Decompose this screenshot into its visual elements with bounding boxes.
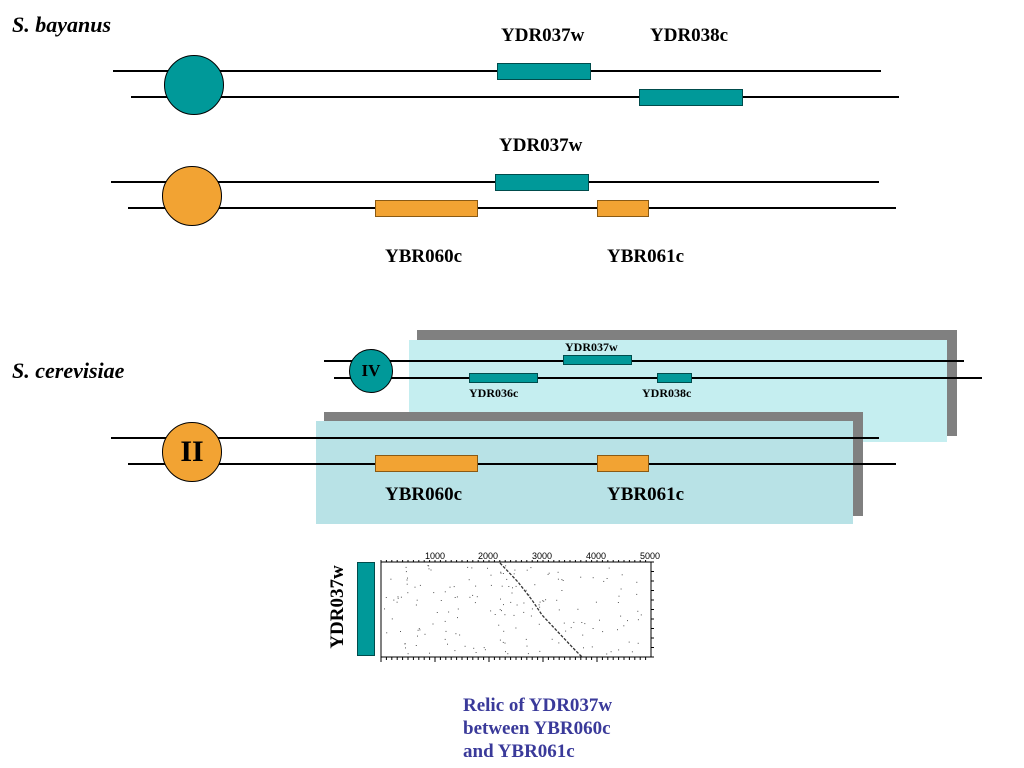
gene-label-ybr060c: YBR060c xyxy=(385,246,463,267)
centromere-ii: II xyxy=(162,422,222,482)
gene-box-ydr036c xyxy=(469,373,538,383)
chromosome-strand-bottom xyxy=(131,96,899,98)
gene-box-ydr037w xyxy=(563,355,632,365)
centromere-iv: IV xyxy=(349,349,393,393)
tick-label: 3000 xyxy=(532,551,553,561)
gene-label-ydr038c: YDR038c xyxy=(642,386,692,400)
caption: Relic of YDR037w between YBR060c and YBR… xyxy=(463,694,612,763)
gene-box-ybr061c xyxy=(597,200,649,217)
gene-box-ybr060c xyxy=(375,455,478,472)
tick-label: 1000 xyxy=(425,551,446,561)
gene-label-ydr036c: YDR036c xyxy=(469,386,519,400)
caption-line-2: between YBR060c xyxy=(463,718,611,739)
gene-box-ydr037w xyxy=(497,63,591,80)
tick-label: 4000 xyxy=(586,551,607,561)
centromere-teal xyxy=(164,55,224,115)
dotplot-frame xyxy=(380,560,654,662)
tick-label: 2000 xyxy=(478,551,499,561)
gene-label-ybr060c: YBR060c xyxy=(385,484,463,505)
chromosome-strand-bottom xyxy=(128,463,896,465)
chromosome-strand-bottom xyxy=(128,207,896,209)
chromosome-strand-top xyxy=(111,437,879,439)
species-label-bayanus: S. bayanus xyxy=(12,12,112,37)
gene-box-ydr037w xyxy=(495,174,589,191)
caption-line-1: Relic of YDR037w xyxy=(463,695,613,716)
gene-label-ydr037w: YDR037w xyxy=(565,340,618,354)
dotplot-ylabel: YDR037w xyxy=(327,565,348,649)
gene-label-ydr037w: YDR037w xyxy=(501,25,585,46)
caption-line-3: and YBR061c xyxy=(463,741,575,762)
gene-label-ybr061c: YBR061c xyxy=(607,484,685,505)
gene-box-ybr060c xyxy=(375,200,478,217)
species-label-cerevisiae: S. cerevisiae xyxy=(12,358,125,383)
ydr037w-bar xyxy=(357,562,375,656)
gene-box-ydr038c xyxy=(657,373,692,383)
gene-label-ybr061c: YBR061c xyxy=(607,246,685,267)
gene-label-ydr038c: YDR038c xyxy=(650,25,729,46)
centromere-orange xyxy=(162,166,222,226)
tick-label: 5000 xyxy=(640,551,661,561)
chromosome-strand-top xyxy=(324,360,964,362)
gene-box-ybr061c xyxy=(597,455,649,472)
gene-box-ydr038c xyxy=(639,89,743,106)
gene-label-ydr037w: YDR037w xyxy=(499,135,583,156)
